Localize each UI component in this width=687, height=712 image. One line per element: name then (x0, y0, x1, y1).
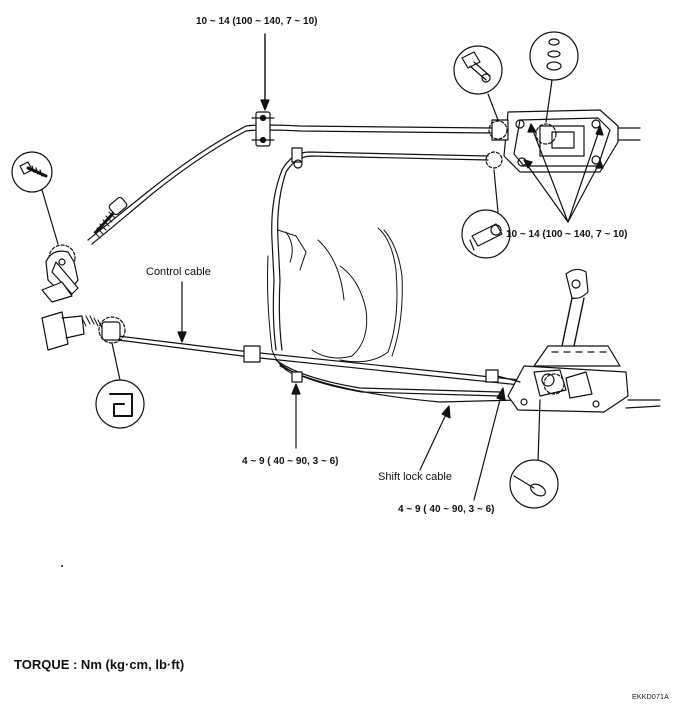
upper-right-bracket (488, 109, 641, 173)
torque-units-note: TORQUE : Nm (kg·cm, lb·ft) (14, 657, 185, 672)
firewall-bracket (251, 111, 275, 147)
torque-spec-bottom: 4 ~ 9 ( 40 ~ 90, 3 ~ 6) (398, 504, 495, 515)
washer-callout (529, 31, 579, 123)
control-cable-arrow (177, 281, 187, 343)
figure-code: EKKD071A (632, 694, 670, 701)
torque-arrow-top (260, 33, 270, 111)
transaxle-lever (41, 244, 79, 303)
retainer-clip-callout (95, 379, 145, 429)
control-cable (117, 335, 521, 403)
pin-callout (461, 169, 511, 259)
control-cable-label: Control cable (146, 266, 211, 278)
shift-lock-pointer (419, 405, 451, 471)
torque-spec-mid: 4 ~ 9 ( 40 ~ 90, 3 ~ 6) (242, 456, 339, 467)
clip-callout (453, 45, 503, 121)
bolt-callout (11, 151, 59, 245)
torque-spec-top: 10 ~ 14 (100 ~ 140, 7 ~ 10) (196, 16, 318, 27)
torque-arrow-bottom (473, 387, 506, 501)
eyelet-callout (509, 459, 559, 509)
upper-cable (87, 124, 493, 245)
shift-lever-assembly (485, 268, 661, 463)
left-cable-end (93, 196, 128, 239)
lower-left-end (41, 311, 126, 381)
lower-branch-cable (271, 147, 503, 351)
torque-arrow-mid (291, 383, 301, 449)
torque-arrows-right (523, 123, 604, 223)
shift-lock-cable-label: Shift lock cable (378, 471, 452, 483)
torque-spec-right: 10 ~ 14 (100 ~ 140, 7 ~ 10) (506, 229, 628, 240)
wire-harness (267, 227, 403, 377)
